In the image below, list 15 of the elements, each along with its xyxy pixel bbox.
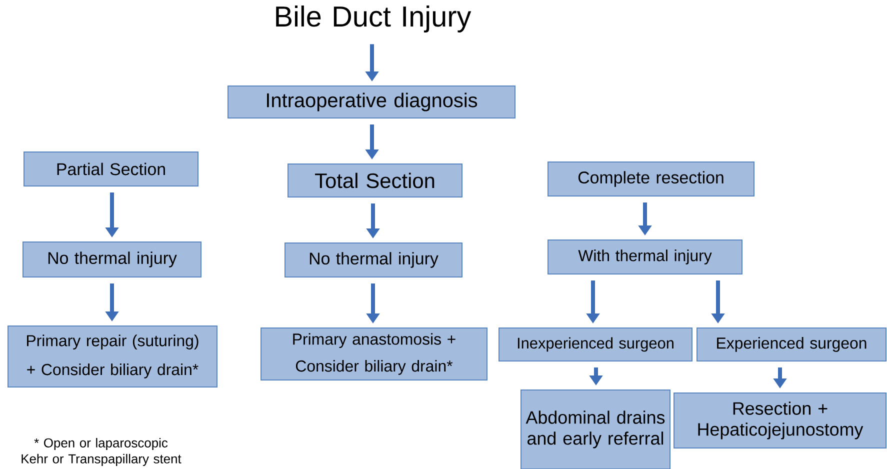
process-box: Abdominal drains and early referral (520, 389, 670, 469)
process-box: Partial Section (24, 151, 198, 186)
process-box: Experienced surgeon (696, 327, 886, 362)
process-box: Inexperienced surgeon (498, 327, 692, 362)
process-box: Total Section (288, 163, 463, 198)
footnote-text: * Open or laparoscopic Kehr or Transpapillary stent (22, 438, 182, 466)
process-box: No thermal injury (284, 242, 463, 278)
process-box: Primary repair (suturing) + Consider biliary drain* (8, 325, 218, 388)
process-box: No thermal injury (22, 241, 202, 278)
process-box: Resection + Hepaticojejunostomy (674, 392, 886, 448)
process-box: Complete resection (548, 161, 754, 196)
process-box: Primary anastomosis + Consider biliary drain* (260, 327, 488, 380)
process-box: With thermal injury (548, 239, 742, 274)
process-box: Intraoperative diagnosis (228, 85, 516, 118)
title-text: Bile Duct Injury (276, 6, 472, 32)
